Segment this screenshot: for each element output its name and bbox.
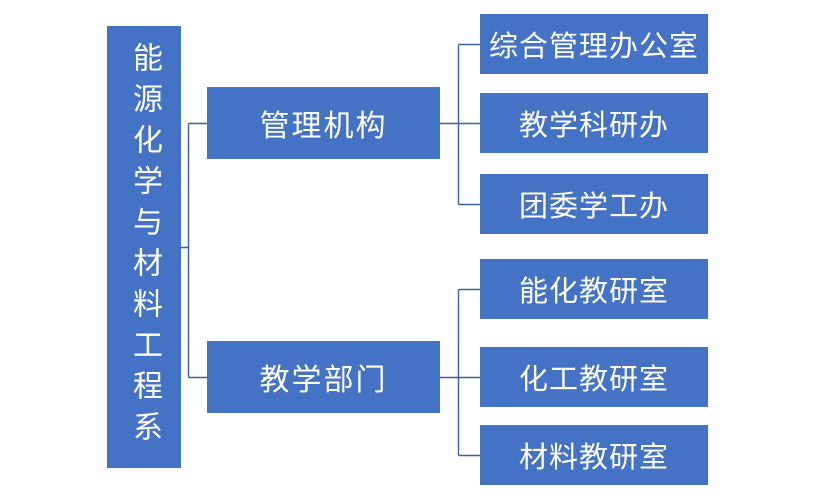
org-node-leaf-chemical-engineering-section: 化工教研室 (480, 347, 708, 407)
org-node-branch-management: 管理机构 (207, 87, 440, 159)
org-node-leaf-league-student-affairs-office: 团委学工办 (480, 174, 708, 234)
org-node-leaf-materials-section: 材料教研室 (480, 425, 708, 485)
org-node-leaf-teaching-research-office: 教学科研办 (480, 93, 708, 153)
org-node-leaf-general-management-office: 综合管理办公室 (480, 14, 708, 74)
org-node-leaf-energy-chemistry-section: 能化教研室 (480, 259, 708, 319)
connector-root-to-branches (181, 122, 207, 379)
connector-branch0-to-leaves (440, 43, 480, 206)
org-node-root-department: 能源化学与材料工程系 (107, 26, 181, 468)
org-node-branch-teaching: 教学部门 (207, 341, 440, 413)
connector-branch1-to-leaves (440, 288, 480, 457)
